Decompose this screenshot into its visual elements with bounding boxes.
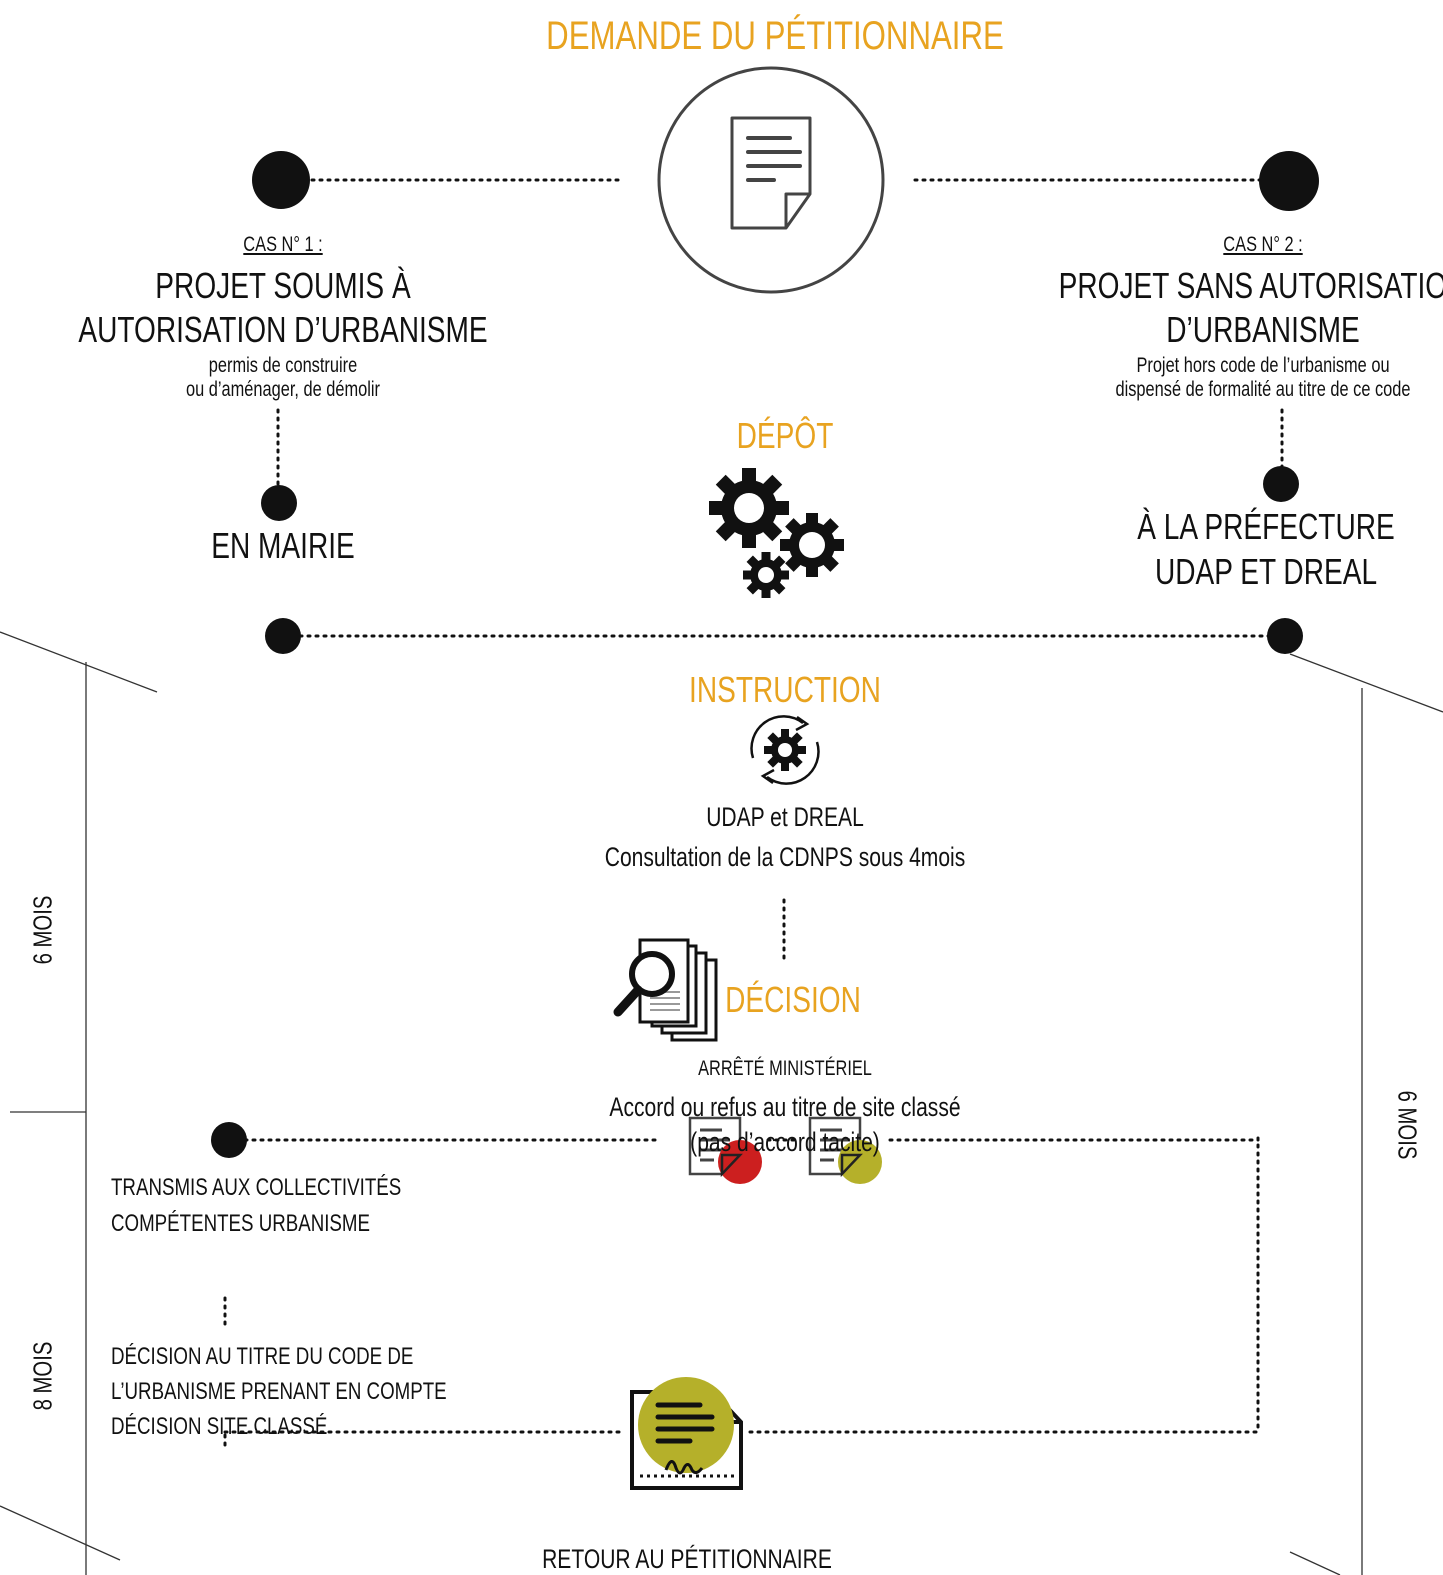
instruction-line1: UDAP et DREAL (706, 802, 864, 832)
depot-right-dot (1267, 618, 1303, 654)
gear-cycle-icon (750, 715, 820, 785)
transmission-decision-line2: L’URBANISME PRENANT EN COMPTE (111, 1378, 447, 1405)
case1-desc-line2: ou d’aménager, de démolir (186, 378, 380, 401)
instruction-line2: Consultation de la CDNPS sous 4mois (604, 842, 966, 872)
footer-title: RETOUR AU PÉTITIONNAIRE (542, 1544, 832, 1574)
case2-title-line1: PROJET SANS AUTORISATION (1058, 265, 1443, 306)
duration-right: 6 MOIS (1392, 1090, 1423, 1160)
gears-icon (692, 451, 858, 608)
transmission-decision-line3: DÉCISION SITE CLASSÉ (111, 1413, 328, 1440)
decision-line1: ARRÊTÉ MINISTÉRIEL (698, 1057, 872, 1080)
case1-place: EN MAIRIE (211, 525, 355, 566)
document-red-icon (688, 1116, 762, 1184)
instruction-title: INSTRUCTION (689, 669, 881, 710)
case2-desc-line1: Projet hors code de l’urbanisme ou (1136, 354, 1390, 377)
transmission-decision-line1: DÉCISION AU TITRE DU CODE DE (111, 1343, 414, 1370)
transmission-line1: TRANSMIS AUX COLLECTIVITÉS (111, 1174, 402, 1201)
case1-desc-line1: permis de construire (208, 354, 358, 377)
document-circle-icon (657, 66, 885, 294)
duration-left-upper: 6 MOIS (27, 895, 58, 965)
depot-title: DÉPÔT (736, 415, 834, 456)
case2-label: CAS N° 2 : (1223, 233, 1303, 256)
case2-desc-line2: dispensé de formalité au titre de ce cod… (1115, 378, 1411, 401)
case1-title-line2: AUTORISATION D’URBANISME (78, 309, 488, 350)
mairie-dot (261, 485, 297, 521)
decision-title: DÉCISION (725, 979, 861, 1020)
case1-dot (252, 151, 310, 209)
case1-title-line1: PROJET SOUMIS À (155, 265, 411, 306)
transmission-line2: COMPÉTENTES URBANISME (111, 1210, 370, 1237)
decision-line3: (pas d’accord tacite) (690, 1127, 880, 1157)
prefecture-dot (1263, 466, 1299, 502)
depot-left-dot (265, 618, 301, 654)
signed-document-icon (630, 1377, 743, 1490)
transmission-dot (211, 1122, 247, 1158)
magnifier-documents-icon (613, 938, 718, 1042)
decision-line2: Accord ou refus au titre de site classé (609, 1092, 961, 1122)
case2-place-line2: UDAP ET DREAL (1154, 551, 1378, 592)
duration-left-lower: 8 MOIS (27, 1341, 58, 1411)
document-olive-icon (808, 1116, 882, 1184)
case2-dot (1259, 151, 1319, 211)
case2-title-line2: D’URBANISME (1166, 309, 1360, 350)
header-title: DEMANDE DU PÉTITIONNAIRE (546, 14, 1004, 58)
case2-place-line1: À LA PRÉFECTURE (1137, 506, 1395, 547)
case1-label: CAS N° 1 : (243, 233, 323, 256)
